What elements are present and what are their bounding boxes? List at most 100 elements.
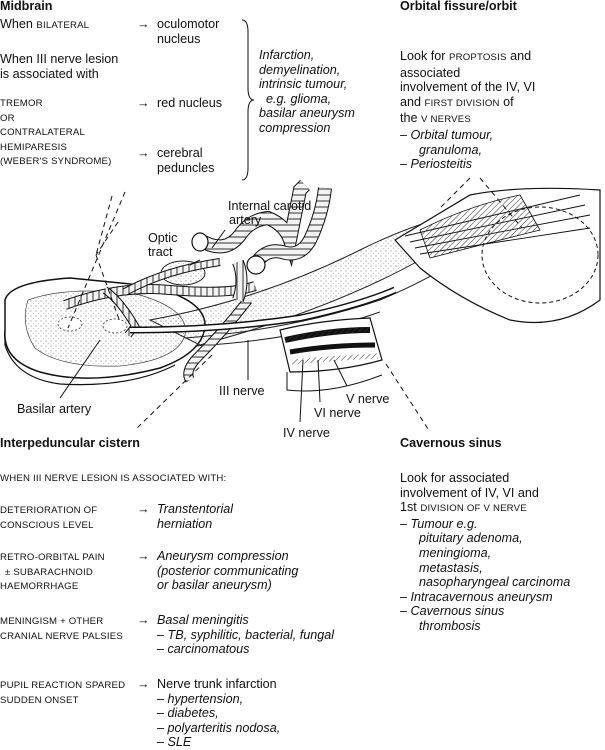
arrow-icon: → xyxy=(137,677,150,691)
row3-right-1: Basal meningitis xyxy=(157,613,249,627)
orbit-l2: associated xyxy=(400,65,461,80)
arrow-icon: → xyxy=(137,96,150,110)
iv-nerve-label: IV nerve xyxy=(283,426,330,440)
cistern-heading: Interpeduncular cistern xyxy=(0,436,140,450)
row2-left-2: ± SUBARACHNOID xyxy=(5,566,94,578)
iii-nerve-label: III nerve xyxy=(219,384,265,398)
arrow-icon: → xyxy=(137,502,150,516)
vi-nerve-label: VI nerve xyxy=(314,406,361,420)
row3-left-2: CRANIAL NERVE PALSIES xyxy=(0,630,123,642)
orbit-l1-end: and xyxy=(510,49,532,63)
orbit-l4b: of xyxy=(503,94,514,109)
first-division-label: FIRST DIVISION xyxy=(424,97,500,109)
row4-right-3: – diabetes, xyxy=(157,706,219,721)
optic-line-1: Optic xyxy=(148,231,178,245)
midbrain-causes: Infarction, demyelination, intrinsic tum… xyxy=(259,48,355,136)
orbit-item-tumour: – Orbital tumour, xyxy=(400,127,494,142)
orbit-item-periosteitis: – Periosteitis xyxy=(400,157,473,172)
orbit-l3: involvement of the IV, VI xyxy=(400,80,536,95)
row2-right-1: Aneurysm compression xyxy=(157,549,289,563)
cav-item-tumour: – Tumour e.g. xyxy=(400,516,478,531)
peduncles-label: peduncles xyxy=(157,160,215,175)
tremor-label: TREMOR xyxy=(0,98,43,109)
cav-item-meningioma: meningioma, xyxy=(419,545,492,560)
cause-demyelination: demyelination, xyxy=(259,62,341,77)
bilateral-target: → oculomotor nucleus xyxy=(137,17,219,46)
cavernous-sinus-shape xyxy=(279,317,383,392)
row2-left-3: HAEMORRHAGE xyxy=(0,581,79,593)
internal-carotid-label: Internal carotid artery xyxy=(228,199,311,227)
row2-right-2: (posterior communicating xyxy=(157,563,299,578)
row4-right-2: – hypertension, xyxy=(157,691,244,706)
row4-right-4: – polyarteritis nodosa, xyxy=(157,720,281,735)
orbit-l1: Look for xyxy=(400,49,446,63)
cistern-row-2-left: RETRO-ORBITAL PAIN ± SUBARACHNOID HAEMOR… xyxy=(0,551,105,595)
internal-carotid-shape xyxy=(191,180,332,302)
optic-tract-label: Optic tract xyxy=(148,231,177,259)
cistern-row-3-right: →Basal meningitis – TB, syphilitic, bact… xyxy=(137,613,334,657)
row3-right-2: – TB, syphilitic, bacterial, fungal xyxy=(157,627,335,642)
pointer-lines xyxy=(67,177,523,433)
midbrain-brace xyxy=(241,19,255,181)
bilateral-prefix: When xyxy=(0,17,33,31)
hemiparesis-label: HEMIPARESIS xyxy=(0,141,68,153)
cav-item-metastasis: metastasis, xyxy=(419,560,483,575)
cav-item-nasopharyngeal: nasopharyngeal carcinoma xyxy=(419,575,571,590)
cistern-row-1-right: →Transtentorial herniation xyxy=(137,502,233,531)
internal-carotid-line-1: Internal carotid xyxy=(228,199,312,213)
cause-intrinsic-tumour: intrinsic tumour, xyxy=(259,77,348,92)
orbit-shape xyxy=(394,187,601,324)
row4-left-1: PUPIL REACTION SPARED xyxy=(0,680,126,691)
assoc-line-2: is associated with xyxy=(0,66,99,81)
orbit-l5a: the xyxy=(400,111,418,126)
internal-carotid-line-2: artery xyxy=(229,213,262,227)
cavernous-heading: Cavernous sinus xyxy=(400,436,502,450)
cause-basilar-aneurysm: basilar aneurysm xyxy=(259,106,355,121)
bilateral-target-2: nucleus xyxy=(157,31,201,46)
orbit-item-granuloma: granuloma, xyxy=(419,142,483,157)
orbit-heading: Orbital fissure/orbit xyxy=(400,0,517,13)
optic-line-2: tract xyxy=(148,245,173,259)
assoc-text: When III nerve lesion is associated with xyxy=(0,52,118,81)
proptosis-label: PROPTOSIS xyxy=(449,52,507,63)
cav-item-thrombosis-2: thrombosis xyxy=(419,618,481,633)
cerebral-label: cerebral xyxy=(157,146,203,160)
row3-left-1: MENINGISM + OTHER xyxy=(0,616,104,627)
division-of-v-label: DIVISION OF V NERVE xyxy=(420,503,527,515)
cavernous-text: Look for associated involvement of IV, V… xyxy=(400,471,570,634)
row1-right-1: Transtentorial xyxy=(157,502,234,516)
row3-right-3: – carcinomatous xyxy=(157,642,250,657)
row4-right-5: – SLE xyxy=(157,735,192,750)
red-nucleus-label: red nucleus xyxy=(157,96,223,110)
row1-left-1: DETERIORATION OF xyxy=(0,505,98,516)
basilar-artery-label: Basilar artery xyxy=(17,402,92,416)
v-nerve-label: V nerve xyxy=(346,392,390,406)
cistern-row-4-right: →Nerve trunk infarction – hypertension, … xyxy=(137,677,280,750)
arrow-icon: → xyxy=(137,17,150,31)
contralateral-label: CONTRALATERAL xyxy=(0,127,86,139)
midbrain-heading: Midbrain xyxy=(0,0,53,13)
cav-item-pituitary: pituitary adenoma, xyxy=(419,531,523,546)
cav-item-aneurysm: – Intracavernous aneurysm xyxy=(400,589,553,604)
midbrain-section xyxy=(4,277,206,386)
tremor-target: → red nucleus xyxy=(137,96,222,111)
orbit-l4a: and xyxy=(400,94,422,109)
cause-infarction: Infarction, xyxy=(259,48,315,62)
arrow-icon: → xyxy=(137,146,150,160)
assoc-line-1: When III nerve lesion xyxy=(0,52,119,66)
row1-left-2: CONSCIOUS LEVEL xyxy=(0,519,94,531)
v-nerves-label: V NERVES xyxy=(421,114,471,126)
row2-left-1: RETRO-ORBITAL PAIN xyxy=(0,552,105,563)
cavernous-l1: Look for associated xyxy=(400,471,510,485)
cavernous-l2: involvement of IV, VI and xyxy=(400,485,539,500)
bilateral-target-1: oculomotor xyxy=(157,17,220,31)
contra-target: → cerebral peduncles xyxy=(137,146,214,175)
cause-compression: compression xyxy=(259,120,331,135)
tremor-block: TREMOR OR CONTRALATERAL HEMIPARESIS (WEB… xyxy=(0,97,112,170)
label-lines xyxy=(59,229,348,423)
or-label: OR xyxy=(0,112,15,124)
cav-item-thrombosis-1: – Cavernous sinus xyxy=(400,604,505,619)
row4-right-1: Nerve trunk infarction xyxy=(157,677,277,691)
cavernous-l3a: 1st xyxy=(400,500,417,515)
